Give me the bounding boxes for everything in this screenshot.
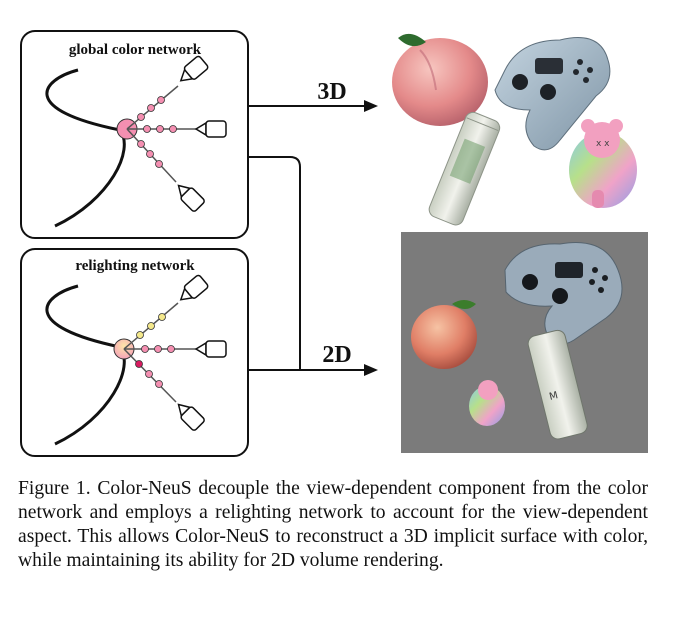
panel-title: global color network xyxy=(69,42,202,58)
relighting-network-panel: relighting network xyxy=(20,248,249,457)
ray-dot xyxy=(136,331,144,339)
ray-dot xyxy=(135,360,143,368)
camera-icon xyxy=(179,274,209,301)
ray-dot xyxy=(157,96,165,104)
figure-diagram: global color network xyxy=(20,30,648,457)
arrow-3d-head xyxy=(364,100,378,112)
svg-text:M: M xyxy=(548,390,559,403)
camera-icon xyxy=(179,55,209,82)
ray-dot xyxy=(137,140,145,148)
panel-title: relighting network xyxy=(75,258,195,274)
ray-dot xyxy=(137,113,145,121)
ray-dot xyxy=(169,125,177,133)
ray-dot xyxy=(158,313,166,321)
ray-dot xyxy=(154,345,162,353)
mesh-render-3d: x x xyxy=(392,33,637,226)
ray-dot xyxy=(155,160,163,168)
game-controller-render xyxy=(504,242,623,345)
game-controller-mesh xyxy=(494,37,611,151)
volume-render-2d: M xyxy=(401,232,648,453)
arrow-2d-label: 2D xyxy=(322,342,351,368)
camera-icon xyxy=(177,403,205,431)
camera-icon xyxy=(194,340,227,358)
bracket-connector xyxy=(248,156,301,370)
ray-dot xyxy=(156,125,164,133)
svg-text:x x: x x xyxy=(596,139,610,149)
global-color-network-panel: global color network xyxy=(20,30,249,239)
peach-mesh xyxy=(392,33,488,126)
peach-render xyxy=(411,300,477,369)
camera-icon xyxy=(177,184,205,212)
arrow-3d-label: 3D xyxy=(317,79,346,105)
ray-dot xyxy=(146,150,154,158)
beverage-can-mesh xyxy=(428,111,501,226)
ray-dot xyxy=(143,125,151,133)
ray-dot xyxy=(147,104,155,112)
beverage-can-render: M xyxy=(527,329,588,440)
ray-dot xyxy=(145,370,153,378)
camera-icon xyxy=(194,120,227,138)
ray-dot xyxy=(147,322,155,330)
ray-dot xyxy=(167,345,175,353)
panel-frame xyxy=(20,248,249,457)
figure-caption: Figure 1. Color-NeuS decouple the view-d… xyxy=(18,478,648,571)
teddy-bear-render xyxy=(469,380,505,426)
teddy-bear-mesh: x x xyxy=(569,119,637,208)
ray-dot xyxy=(155,380,163,388)
arrow-2d-head xyxy=(364,364,378,376)
ray-dot xyxy=(141,345,149,353)
connector-arrows: 3D 2D xyxy=(248,79,378,376)
